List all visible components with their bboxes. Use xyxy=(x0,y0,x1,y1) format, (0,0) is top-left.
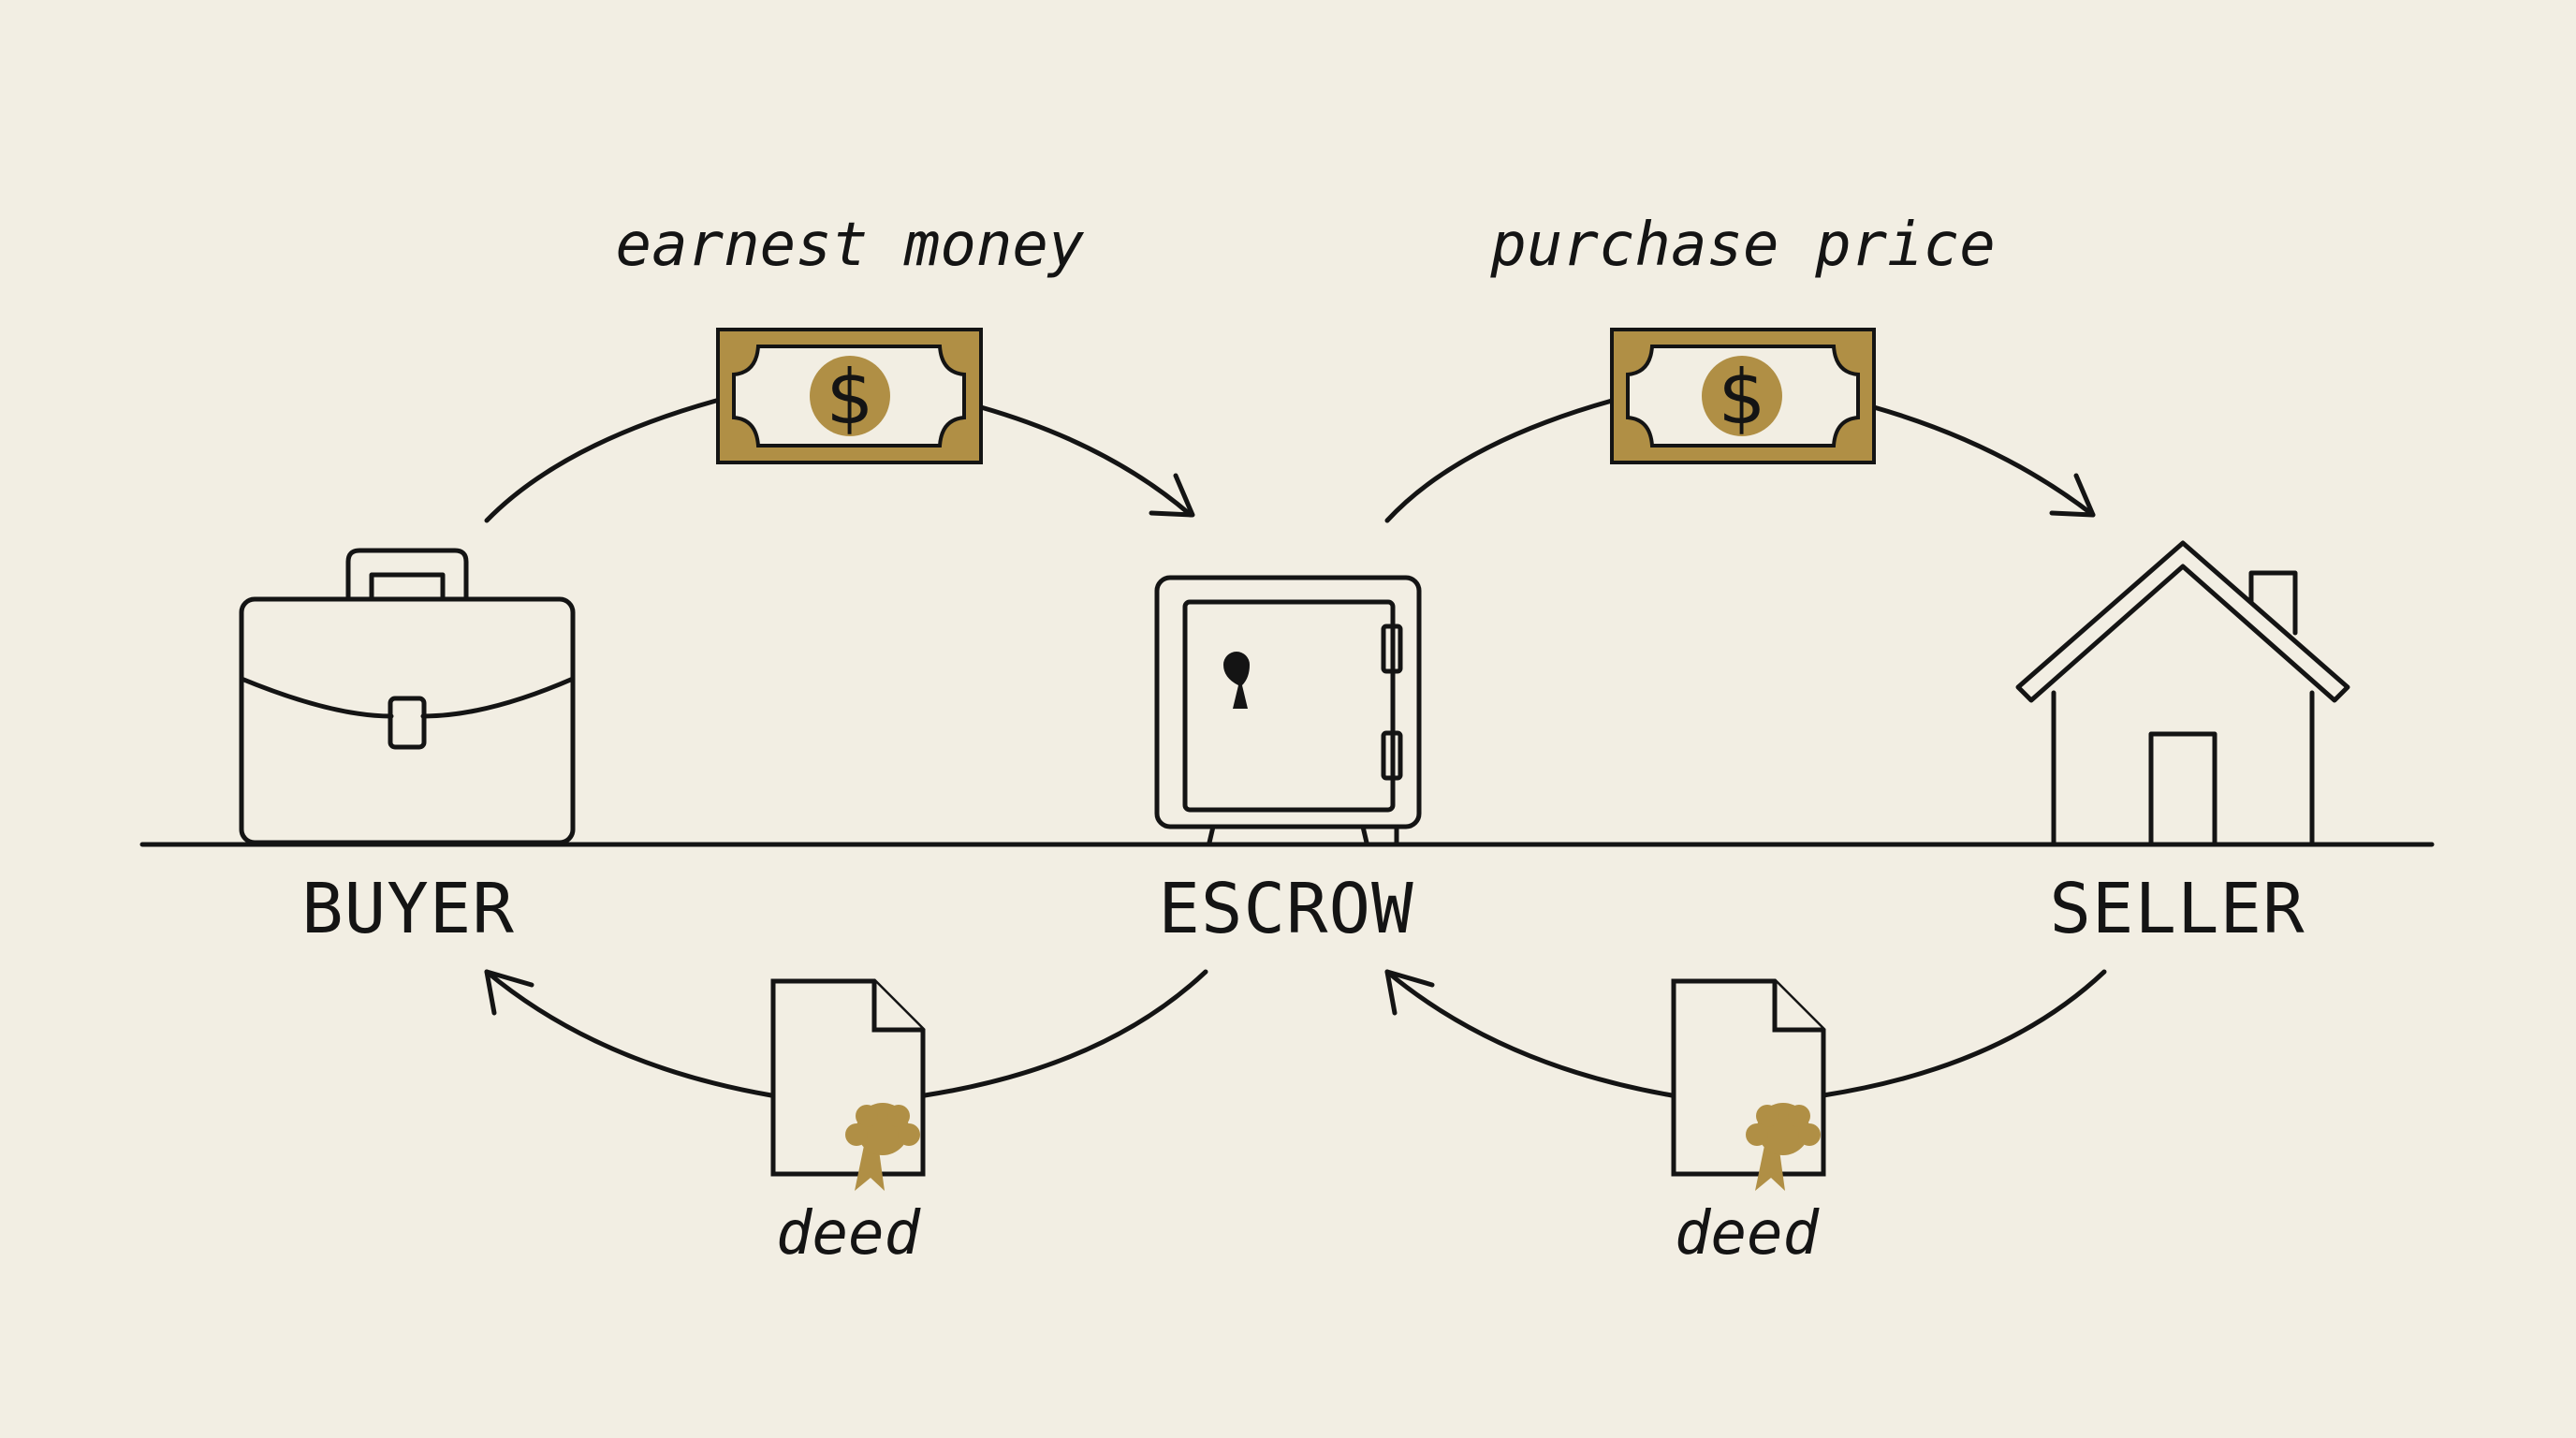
flow-label-earnest-money: earnest money xyxy=(615,211,1085,280)
svg-text:$: $ xyxy=(827,354,874,441)
flow-label-deed-to-escrow: deed xyxy=(1674,1199,1820,1269)
deed-document-icon xyxy=(1671,978,1826,1191)
house-icon xyxy=(2015,540,2350,847)
arrow-escrow-to-buyer xyxy=(484,969,1208,1098)
flow-label-deed-to-buyer: deed xyxy=(775,1199,921,1269)
party-label-seller: SELLER xyxy=(2049,869,2305,949)
briefcase-icon xyxy=(239,548,576,845)
arrow-seller-to-escrow xyxy=(1384,969,2107,1098)
arrow-escrow-to-seller xyxy=(1384,398,2096,523)
party-label-escrow: ESCROW xyxy=(1158,869,1414,949)
party-label-buyer: BUYER xyxy=(301,869,515,949)
svg-text:$: $ xyxy=(1719,354,1766,441)
safe-icon xyxy=(1154,575,1422,845)
dollar-bill-icon: $ xyxy=(1610,328,1876,464)
deed-document-icon xyxy=(770,978,926,1191)
arrow-buyer-to-escrow xyxy=(484,398,1195,523)
dollar-bill-icon: $ xyxy=(716,328,983,464)
flow-label-purchase-price: purchase price xyxy=(1490,211,1996,280)
